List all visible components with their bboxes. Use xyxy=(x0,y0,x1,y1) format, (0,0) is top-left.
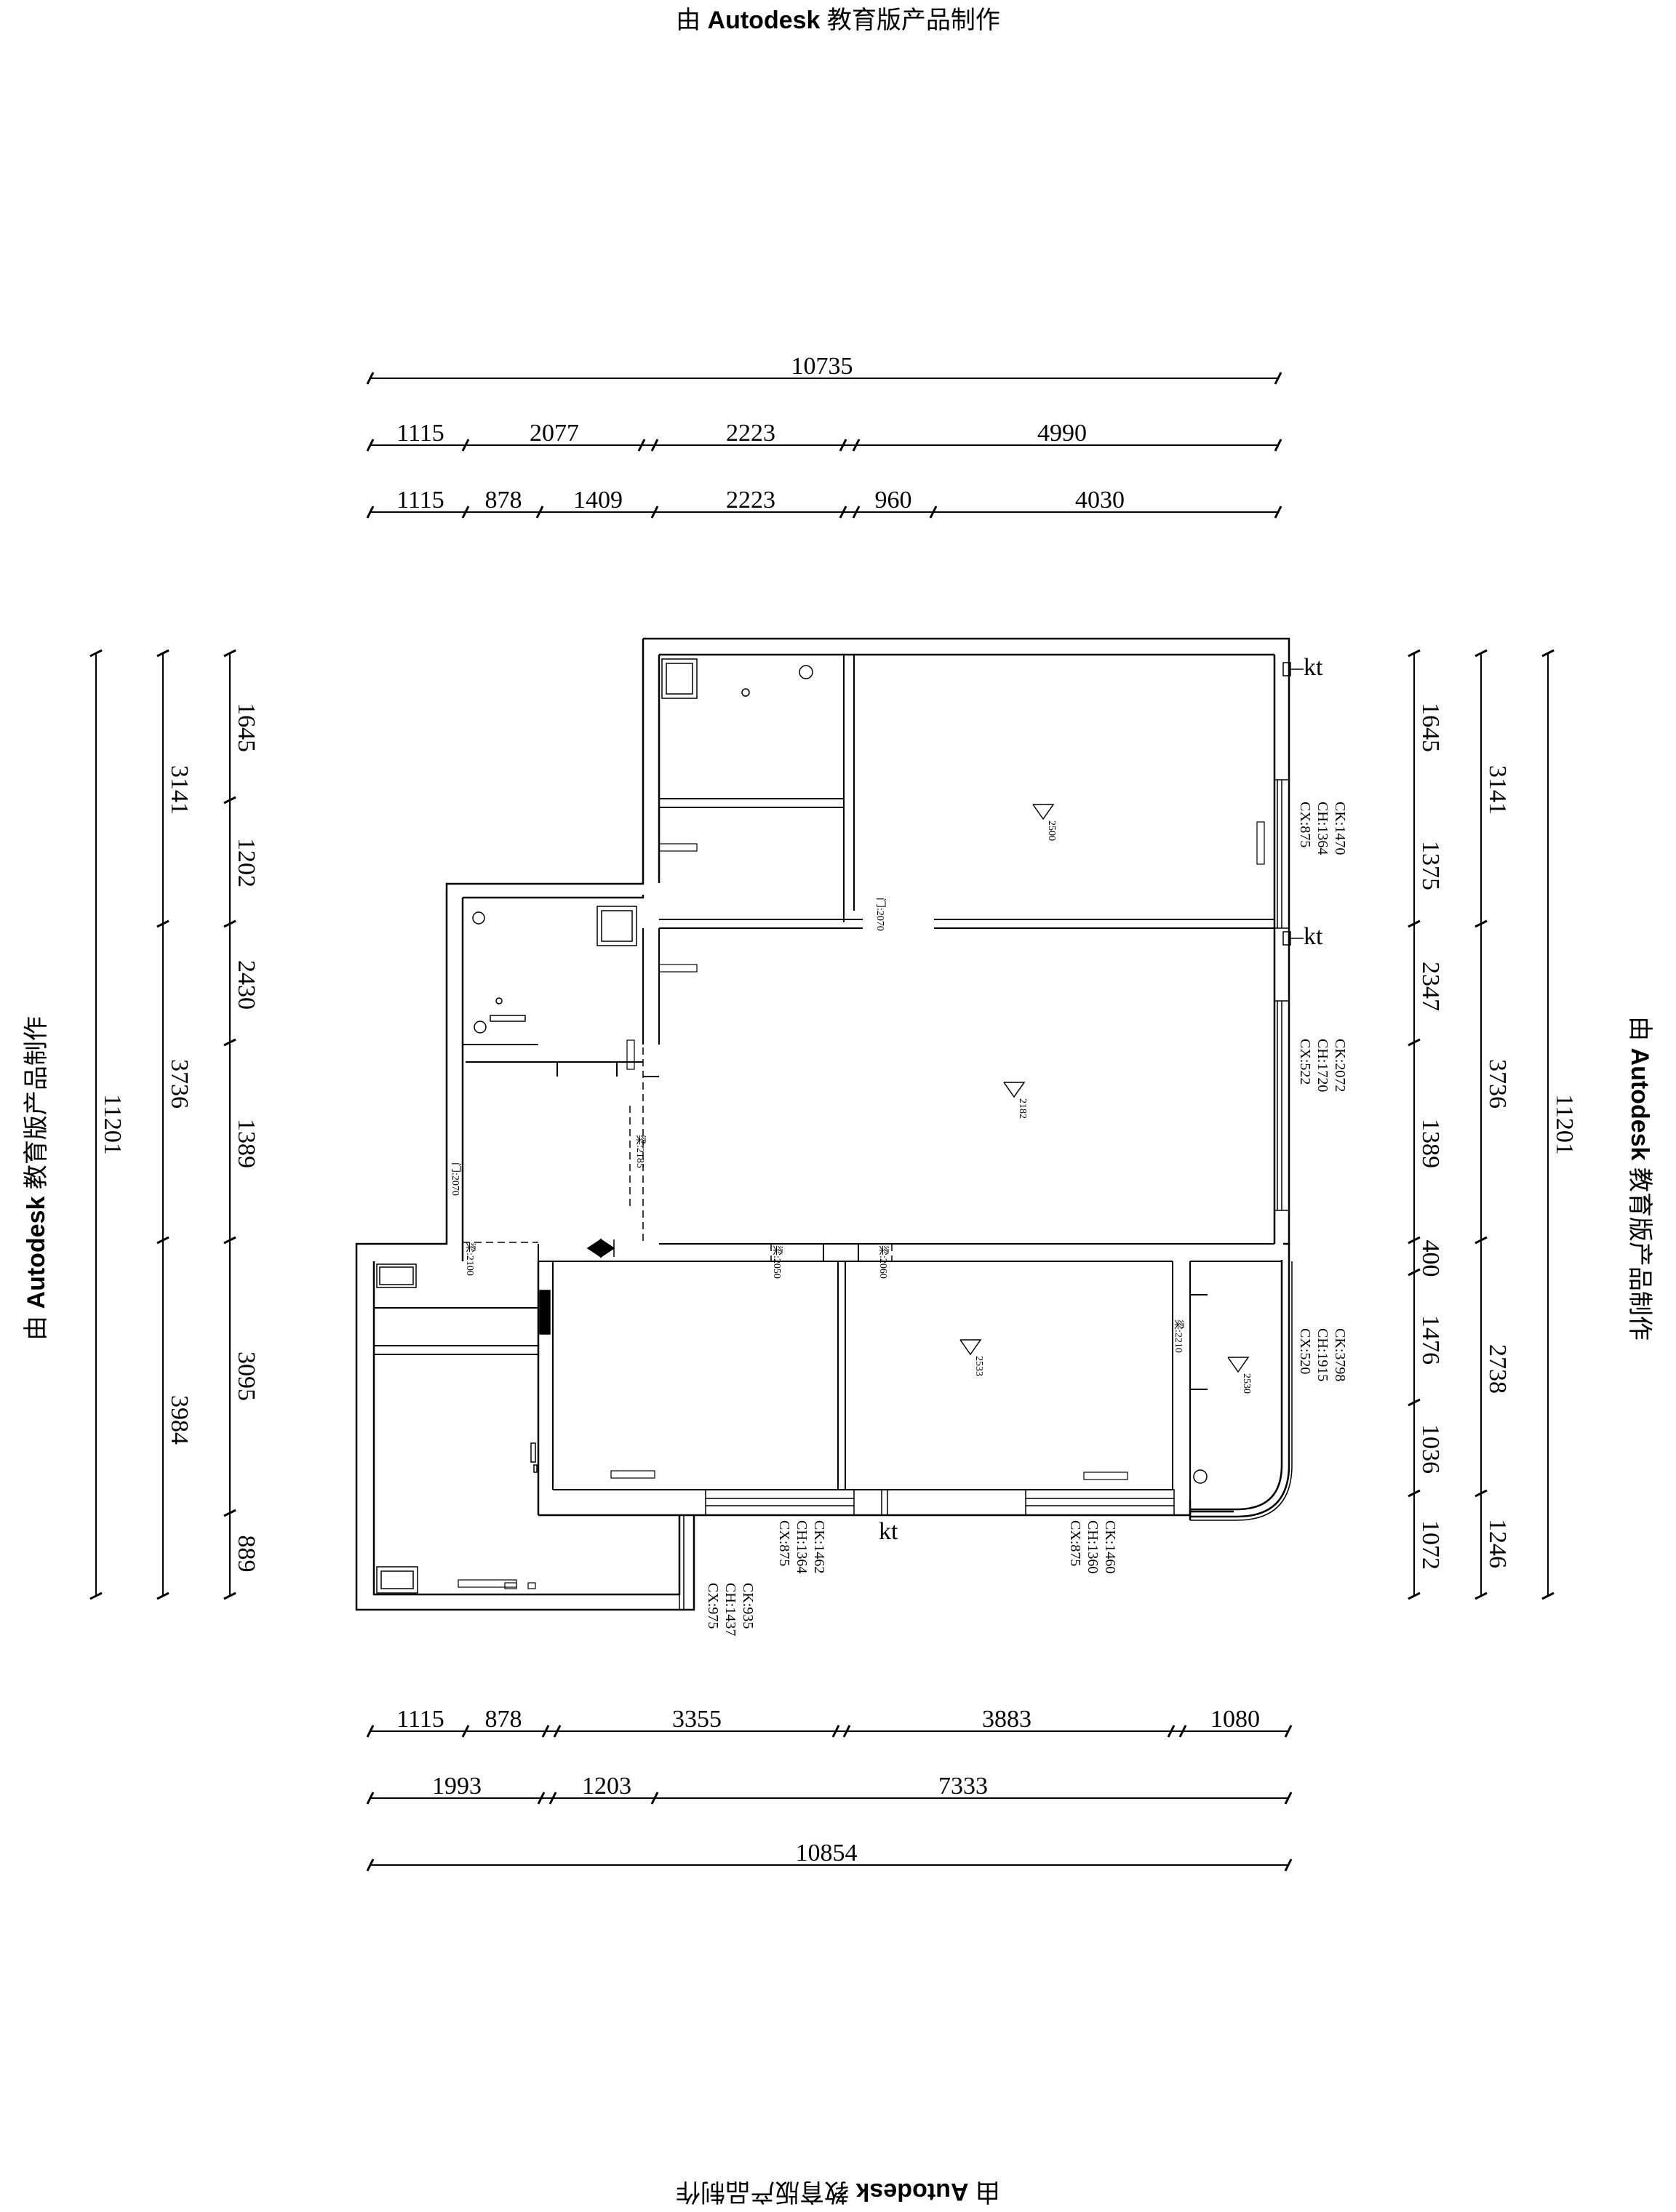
dim-right-inner-5: 400 xyxy=(1417,1240,1444,1277)
watermark-top: 由 Autodesk 教育版产品制作 xyxy=(676,7,1000,34)
dim-left-mid-2: 3736 xyxy=(166,1059,193,1109)
height-label-1: 2500 xyxy=(1046,820,1057,841)
dim-bottom-r2-1: 1993 xyxy=(432,1773,482,1800)
dim-top-r2-4: 4990 xyxy=(1037,420,1087,447)
dim-right-inner-3: 2347 xyxy=(1417,962,1444,1011)
radiators xyxy=(458,821,1265,1589)
dim-left-total: 11201 xyxy=(99,1094,126,1155)
dim-bottom-r1-4: 3883 xyxy=(982,1706,1031,1733)
dim-bottom-r2-3: 7333 xyxy=(938,1773,988,1800)
dim-bottom-r2-2: 1203 xyxy=(582,1773,631,1800)
dim-right-total: 11201 xyxy=(1551,1094,1578,1155)
dim-right-inner-1: 1645 xyxy=(1417,703,1444,752)
dim-top-r2-2: 2077 xyxy=(530,420,579,447)
dim-top-r3-4: 2223 xyxy=(726,487,775,514)
dim-right-inner-2: 1375 xyxy=(1417,841,1444,890)
left-dimension-lines xyxy=(89,649,236,1600)
dim-left-inner-5: 3095 xyxy=(233,1351,260,1401)
window-spec-f-cx: CX:975 xyxy=(705,1583,721,1629)
dim-top-total: 10735 xyxy=(791,353,853,380)
kt-label-2: kt xyxy=(1304,923,1323,950)
dim-right-mid-2: 3736 xyxy=(1484,1059,1511,1109)
dim-bottom-r1-2: 878 xyxy=(485,1706,522,1733)
dim-top-r3-1: 1115 xyxy=(396,487,444,514)
window-spec-e-ck: CK:1460 xyxy=(1102,1520,1118,1573)
beam-label-4: 梁:2060 xyxy=(877,1245,889,1279)
dim-bottom-r1-1: 1115 xyxy=(396,1706,444,1733)
window-spec-b-ch: CH:1720 xyxy=(1314,1039,1330,1092)
bottom-dimension-lines xyxy=(366,1725,1293,1872)
window-spec-a-ch: CH:1364 xyxy=(1314,802,1330,855)
beam-label-3: 梁:2050 xyxy=(771,1245,783,1279)
window-spec-d-ch: CH:1364 xyxy=(794,1520,810,1573)
window-spec-f-ch: CH:1437 xyxy=(722,1583,738,1636)
window-spec-e-cx: CX:875 xyxy=(1067,1520,1083,1566)
dim-right-mid-4: 1246 xyxy=(1484,1519,1511,1568)
kt-label-1: kt xyxy=(1304,654,1323,681)
beam-label-7: 梁:2185 xyxy=(634,1135,646,1168)
window-spec-d-ck: CK:1462 xyxy=(811,1520,827,1573)
dim-right-inner-4: 1389 xyxy=(1417,1119,1444,1168)
window-spec-e-ch: CH:1360 xyxy=(1085,1520,1101,1573)
dim-right-inner-7: 1036 xyxy=(1417,1424,1444,1474)
top-dimension-lines xyxy=(366,372,1282,519)
dim-right-inner-8: 1072 xyxy=(1417,1520,1444,1570)
dim-left-inner-2: 1202 xyxy=(233,838,260,887)
dim-top-r2-1: 1115 xyxy=(396,420,444,447)
window-spec-a-cx: CX:875 xyxy=(1297,802,1313,847)
beam-label-1: 门:2070 xyxy=(874,898,886,931)
dim-left-mid-1: 3141 xyxy=(166,765,193,815)
level-markers xyxy=(959,804,1250,1373)
dim-left-mid-3: 3984 xyxy=(166,1395,193,1445)
door-openings xyxy=(463,1047,893,1261)
dim-top-r3-3: 1409 xyxy=(573,487,623,514)
window-spec-c-cx: CX:520 xyxy=(1297,1328,1313,1374)
window-spec-a-ck: CK:1470 xyxy=(1332,802,1348,855)
height-label-4: 2530 xyxy=(1241,1373,1252,1394)
height-label-3: 2533 xyxy=(973,1356,984,1376)
dim-right-mid-3: 2738 xyxy=(1484,1344,1511,1394)
dim-bottom-total: 10854 xyxy=(796,1840,858,1866)
dim-right-inner-6: 1476 xyxy=(1417,1315,1444,1365)
window-spec-c-ch: CH:1915 xyxy=(1314,1328,1330,1381)
dim-right-mid-1: 3141 xyxy=(1484,765,1511,815)
window-spec-b-cx: CX:522 xyxy=(1297,1039,1313,1085)
window-spec-b-ck: CK:2072 xyxy=(1332,1039,1348,1092)
dim-top-r2-3: 2223 xyxy=(726,420,775,447)
beam-label-2: 门:2070 xyxy=(450,1162,461,1196)
beam-label-5: 梁:2210 xyxy=(1173,1319,1184,1353)
beam-label-6: 梁:2100 xyxy=(464,1242,476,1276)
windows xyxy=(679,662,1304,1610)
dim-left-inner-6: 889 xyxy=(233,1536,260,1573)
dim-top-r3-5: 960 xyxy=(875,487,912,514)
dim-top-r3-6: 4030 xyxy=(1075,487,1125,514)
dim-top-r3-2: 878 xyxy=(485,487,522,514)
height-label-2: 2182 xyxy=(1017,1098,1028,1119)
dim-left-inner-4: 1389 xyxy=(233,1119,260,1168)
right-dimension-lines xyxy=(1408,649,1555,1600)
dim-left-inner-1: 1645 xyxy=(233,703,260,752)
window-spec-c-ck: CK:3798 xyxy=(1332,1328,1348,1381)
window-spec-d-cx: CX:875 xyxy=(776,1520,792,1566)
window-spec-f-ck: CK:935 xyxy=(740,1583,756,1629)
fixtures xyxy=(376,658,1208,1594)
kt-label-3: kt xyxy=(879,1518,898,1545)
interior-walls xyxy=(374,655,1282,1500)
dim-left-inner-3: 2430 xyxy=(233,960,260,1010)
dim-bottom-r1-3: 3355 xyxy=(672,1706,722,1733)
outer-walls xyxy=(355,637,1293,1611)
dim-bottom-r1-5: 1080 xyxy=(1210,1706,1260,1733)
